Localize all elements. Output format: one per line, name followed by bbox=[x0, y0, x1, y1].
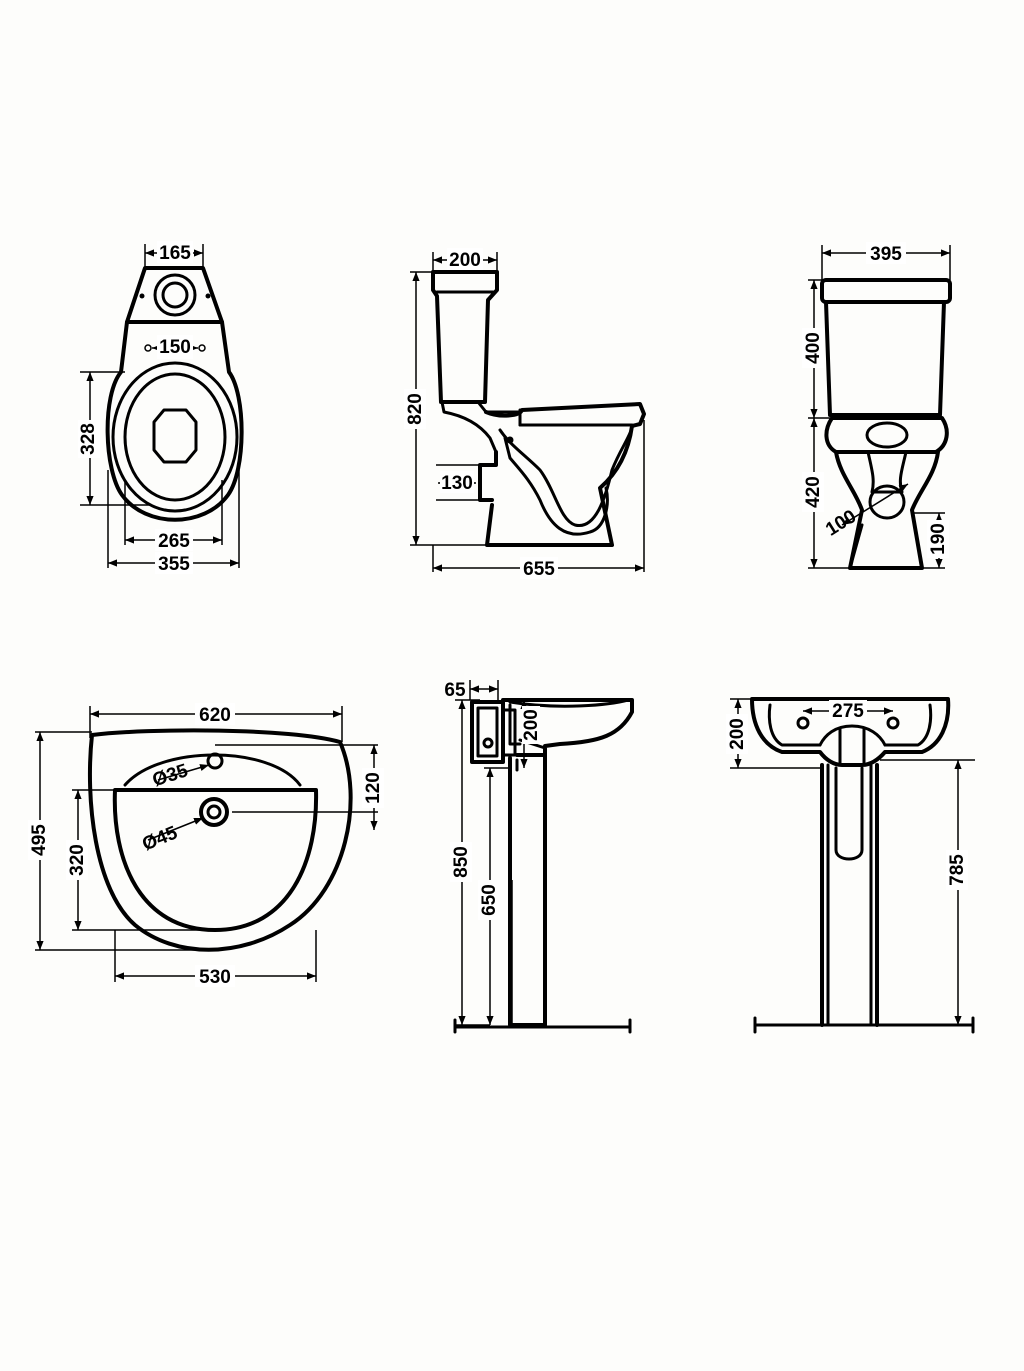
toilet-front-outlet-height: 190 bbox=[928, 523, 949, 555]
basin-side-total-height: 850 bbox=[451, 846, 472, 878]
basin-side-rim-height: 200 bbox=[521, 709, 542, 741]
toilet-top-total-width: 355 bbox=[158, 554, 190, 575]
toilet-side-tank-depth: 200 bbox=[449, 250, 481, 271]
basin-front-bolt-spacing: 275 bbox=[832, 701, 864, 722]
toilet-front-outlet-diameter: 100 bbox=[822, 506, 860, 541]
toilet-front-view: 395 400 420 100 190 bbox=[802, 242, 952, 570]
toilet-front-tank-height: 400 bbox=[803, 332, 824, 364]
basin-top-bowl-depth: 320 bbox=[67, 844, 88, 876]
toilet-top-bolt-spacing: 150 bbox=[159, 337, 191, 358]
toilet-front-bowl-height: 420 bbox=[803, 476, 824, 508]
basin-front-view: 275 200 785 bbox=[726, 697, 975, 1034]
basin-side-wall-offset: 65 bbox=[444, 680, 466, 701]
toilet-side-total-depth: 655 bbox=[523, 559, 555, 580]
toilet-front-tank-width: 395 bbox=[870, 244, 902, 265]
basin-top-tap-offset: 120 bbox=[363, 772, 384, 804]
basin-top-total-width: 620 bbox=[199, 705, 231, 726]
toilet-side-view: 200 820 130 655 bbox=[404, 248, 646, 580]
basin-side-pedestal-height: 650 bbox=[479, 884, 500, 916]
basin-top-depth: 495 bbox=[29, 824, 50, 856]
toilet-top-tank-width: 165 bbox=[159, 243, 191, 264]
toilet-top-view: 165 150 328 265 355 bbox=[78, 241, 244, 575]
basin-top-view: 620 495 320 120 Ø35 Ø45 530 bbox=[28, 703, 384, 988]
basin-top-bowl-width: 530 bbox=[199, 967, 231, 988]
toilet-side-total-height: 820 bbox=[405, 393, 426, 425]
basin-front-rim-height: 200 bbox=[727, 718, 748, 750]
basin-front-pedestal-height: 785 bbox=[947, 854, 968, 886]
toilet-top-inner-width: 265 bbox=[158, 531, 190, 552]
toilet-side-outlet-height: 130 bbox=[441, 473, 473, 494]
basin-top-drain-hole: Ø45 bbox=[139, 822, 181, 855]
basin-side-view: 65 200 850 650 bbox=[444, 680, 634, 1034]
toilet-top-seat-length: 328 bbox=[78, 423, 99, 455]
